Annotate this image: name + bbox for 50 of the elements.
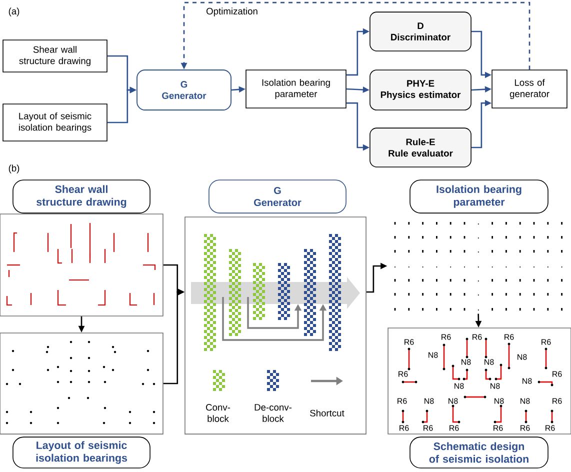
bearing-label: R6 — [400, 425, 409, 431]
heading-box: Schematic design of seismic isolation — [410, 436, 548, 468]
bearing-label: R6 — [424, 425, 433, 431]
generator-box: G Generator — [136, 70, 232, 110]
parameter-grid-drawing — [394, 222, 562, 311]
shear-wall-drawing — [0, 214, 164, 316]
bearing-label: R6 — [398, 398, 407, 404]
bearing-label: N8 — [518, 354, 527, 360]
bearing-label: N8 — [484, 359, 494, 365]
bearing-label: R6 — [552, 398, 562, 404]
panel-label: (a) — [8, 8, 20, 16]
legend-item: De-conv-block — [254, 370, 292, 422]
legend-item: Conv-block — [206, 370, 230, 422]
bearing-label: R6 — [472, 334, 482, 340]
bearing-label: R6 — [552, 371, 562, 377]
bearing-label: N8 — [454, 383, 464, 389]
bearing-label: R6 — [450, 425, 459, 431]
bearing-layout-drawing — [0, 332, 164, 434]
bearing-label: R6 — [504, 334, 514, 340]
heading-box: G Generator — [208, 180, 346, 214]
heading-box: Layout of seismic isolation bearings — [12, 436, 150, 468]
isolation-design-drawing — [388, 328, 571, 434]
bearing-label: R6 — [546, 425, 555, 431]
bearing-label: N8 — [424, 398, 434, 404]
heading-box: Shear wall structure drawing — [12, 180, 150, 214]
bearing-label: R6 — [542, 339, 551, 345]
bearing-label: N8 — [490, 383, 500, 389]
bearing-label: N8 — [520, 398, 530, 404]
bearing-label: R6 — [520, 425, 530, 431]
process-box: Layout of seismic isolation bearings — [2, 104, 108, 142]
evaluator-box: PHY-E Physics estimator — [370, 70, 472, 110]
bearing-label: N8 — [428, 352, 438, 358]
heading-box: Isolation bearing parameter — [410, 180, 548, 214]
bearing-label: N8 — [494, 398, 504, 404]
process-box: Shear wall structure drawing — [2, 40, 108, 72]
bearing-label: R6 — [404, 339, 414, 345]
bearing-label: N8 — [448, 398, 458, 404]
legend-item: Shortcut — [310, 376, 344, 416]
generator-panel — [184, 216, 366, 434]
panel-label: (b) — [8, 164, 20, 174]
bearing-label: N8 — [462, 359, 471, 365]
process-box: Loss of generator — [492, 70, 568, 108]
bearing-label: R6 — [442, 334, 451, 340]
edge-label: Optimization — [204, 6, 260, 18]
bearing-label: R6 — [494, 425, 503, 431]
evaluator-box: D Discriminator — [370, 12, 472, 52]
evaluator-box: Rule-E Rule evaluator — [370, 128, 472, 168]
bearing-label: N8 — [522, 378, 532, 384]
process-box: Isolation bearing parameter — [246, 70, 346, 108]
bearing-label: R6 — [398, 371, 408, 377]
